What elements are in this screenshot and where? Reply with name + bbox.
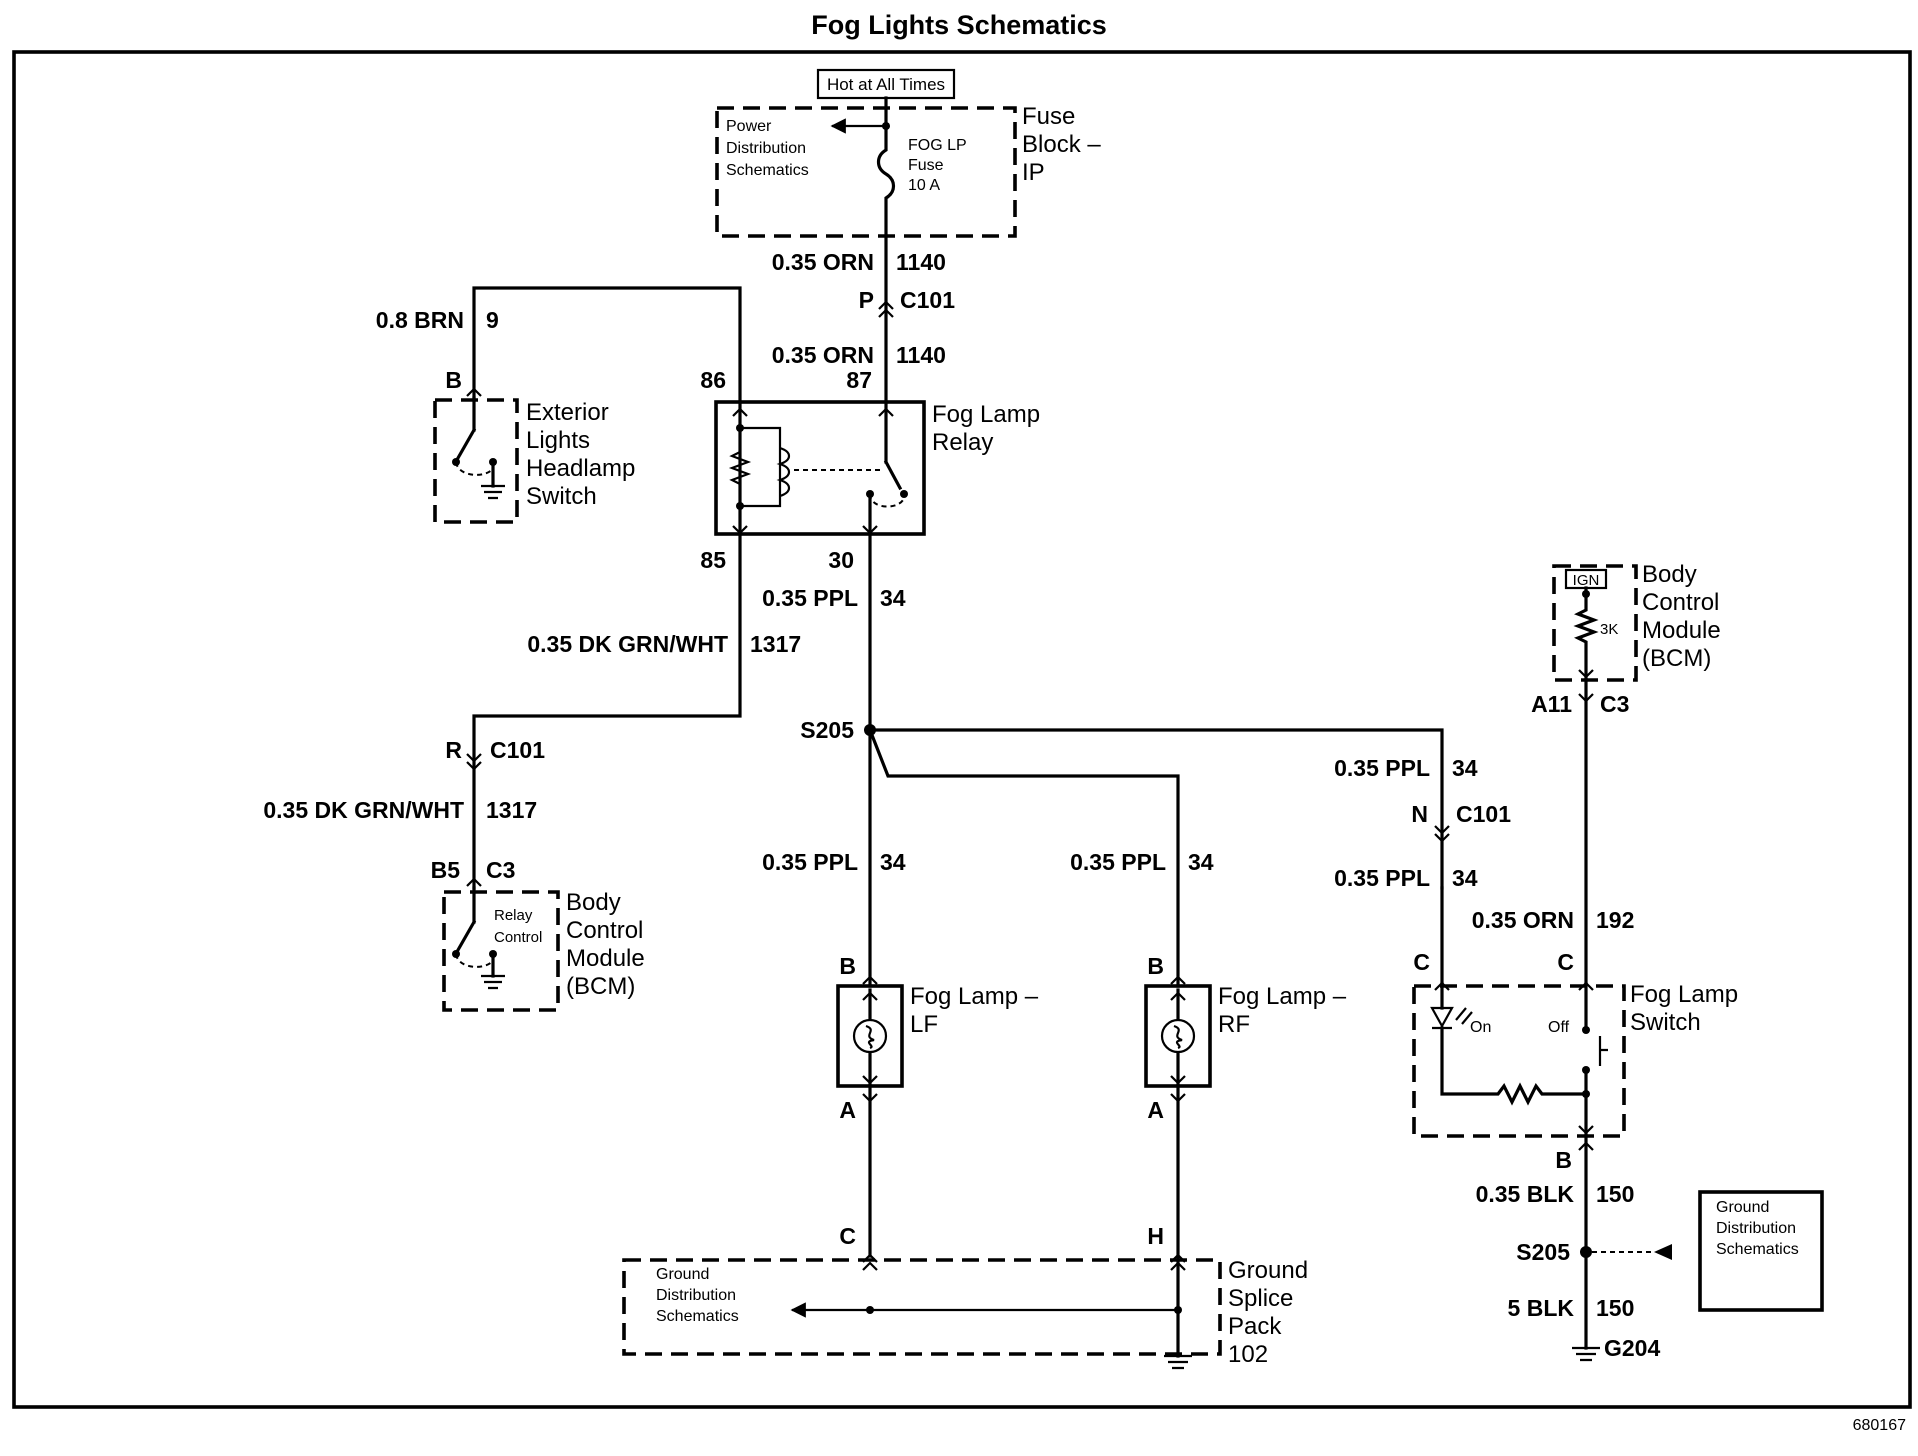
fog-rf-pin-b: B <box>1147 953 1164 979</box>
splice-s205-bot <box>1580 1246 1592 1258</box>
gs-pin-h: H <box>1147 1223 1164 1249</box>
c101-p-pin: P <box>859 287 874 313</box>
wire-1140-bot-circuit: 1140 <box>896 342 946 368</box>
wire-34-sw-bot-circuit: 34 <box>1452 865 1478 891</box>
fog-switch-name: Fog Lamp Switch <box>1630 981 1745 1036</box>
wire-1140-top-gauge: 0.35 ORN <box>772 249 874 275</box>
wire-9-circuit: 9 <box>486 307 499 333</box>
fuse-block-ip: Hot at All Times Power Distribution Sche… <box>715 68 1107 238</box>
sw-pin-b: B <box>1555 1147 1572 1173</box>
wire-150-bot-gauge: 5 BLK <box>1508 1295 1575 1321</box>
bcm-right-resistor: 3K <box>1600 621 1618 638</box>
wire-34-rf-gauge: 0.35 PPL <box>1070 849 1166 875</box>
bcm-right-name: Body Control Module (BCM) <box>1642 561 1727 672</box>
fog-lp-fuse-label: FOG LP Fuse 10 A <box>908 137 971 194</box>
bcm-a11-pin: A11 <box>1531 691 1572 717</box>
relay-pin-87: 87 <box>846 367 872 393</box>
wire-192-gauge: 0.35 ORN <box>1472 907 1574 933</box>
splice-s205-top-label: S205 <box>800 717 854 743</box>
wire-150-top-gauge: 0.35 BLK <box>1476 1181 1575 1207</box>
headlamp-switch-name: Exterior Lights Headlamp Switch <box>526 399 642 510</box>
body-control-module-left: Relay Control Body Control Module (BCM) <box>442 886 651 1012</box>
wire-150-bot-circuit: 150 <box>1596 1295 1634 1321</box>
svg-text:Ground Distribution: Ground Distribution Schematics <box>1716 1199 1800 1258</box>
fog-switch-off-label: Off <box>1548 1019 1570 1036</box>
relay-name: Fog Lamp Relay <box>932 401 1047 456</box>
fog-rf-name: Fog Lamp – RF <box>1218 983 1353 1038</box>
fog-lf-pin-a: A <box>839 1097 856 1123</box>
c101-r-name: C101 <box>490 737 545 763</box>
relay-pin-86: 86 <box>700 367 726 393</box>
wire-34-rf-circuit: 34 <box>1188 849 1214 875</box>
c101-r-pin: R <box>445 737 462 763</box>
wire-34-sw-top-gauge: 0.35 PPL <box>1334 755 1430 781</box>
ground-g204-label: G204 <box>1604 1335 1660 1361</box>
c101-p-name: C101 <box>900 287 955 313</box>
bcm-left-name: Body Control Module (BCM) <box>566 889 651 1000</box>
exterior-lights-headlamp-switch: Exterior Lights Headlamp Switch <box>433 396 642 524</box>
wire-1317-bot-circuit: 1317 <box>486 797 537 823</box>
wire-1140-bot-gauge: 0.35 ORN <box>772 342 874 368</box>
fog-lamp-relay: 86 87 85 30 Fog Lamp Relay <box>700 367 1047 573</box>
c101-n-name: C101 <box>1456 801 1511 827</box>
fog-lf-name: Fog Lamp – LF <box>910 983 1045 1038</box>
fog-rf-pin-a: A <box>1147 1097 1164 1123</box>
ign-label: IGN <box>1573 572 1600 589</box>
headlamp-pin-b: B <box>445 367 462 393</box>
bcm-b5-pin: B5 <box>431 857 461 883</box>
ground-splice-name: Ground Splice Pack 102 <box>1228 1257 1315 1368</box>
splice-s205-bot-label: S205 <box>1516 1239 1570 1265</box>
wire-34-relay-circuit: 34 <box>880 585 906 611</box>
fuse-block-name: Fuse Block – IP <box>1022 103 1107 186</box>
sw-pin-c1: C <box>1413 949 1430 975</box>
wire-150-top-circuit: 150 <box>1596 1181 1634 1207</box>
hot-at-all-times-label: Hot at All Times <box>827 75 945 94</box>
wire-34-sw-bot-gauge: 0.35 PPL <box>1334 865 1430 891</box>
wire-192-circuit: 192 <box>1596 907 1634 933</box>
fog-switch-on-label: On <box>1470 1019 1491 1036</box>
wire-34-lf-circuit: 34 <box>880 849 906 875</box>
figure-id: 680167 <box>1853 1417 1906 1434</box>
wire-34-relay-gauge: 0.35 PPL <box>762 585 858 611</box>
wire-34-sw-top-circuit: 34 <box>1452 755 1478 781</box>
fog-lamp-rf: Fog Lamp – RF <box>1144 983 1353 1088</box>
sw-pin-c2: C <box>1557 949 1574 975</box>
ground-distribution-ref-right: Ground Distribution Schematics <box>1698 1190 1824 1312</box>
gs-ground-ref: Ground Distribution Schematics <box>656 1266 740 1325</box>
wire-1140-top-circuit: 1140 <box>896 249 946 275</box>
gs-pin-c: C <box>839 1223 856 1249</box>
fog-lf-pin-b: B <box>839 953 856 979</box>
body-control-module-right: IGN 3K Body Control Module (BCM) <box>1552 561 1727 682</box>
ground-splice-pack-102: C H Ground Distribution Schematics Groun… <box>622 1223 1315 1370</box>
wire-1317-top-circuit: 1317 <box>750 631 801 657</box>
diagram-title: Fog Lights Schematics <box>811 10 1107 40</box>
relay-pin-30: 30 <box>828 547 854 573</box>
c101-n-pin: N <box>1411 801 1428 827</box>
outer-frame <box>12 50 1912 1409</box>
relay-pin-85: 85 <box>700 547 726 573</box>
bcm-b5-name: C3 <box>486 857 515 883</box>
bcm-a11-name: C3 <box>1600 691 1629 717</box>
wire-1317-top-gauge: 0.35 DK GRN/WHT <box>527 631 728 657</box>
fog-lamp-switch: C C On Off Fog Lamp Switch <box>1412 949 1745 1138</box>
wire-34-lf-gauge: 0.35 PPL <box>762 849 858 875</box>
power-distribution-ref: Power Distribution Schematics <box>726 118 810 179</box>
relay-control-label: Relay Control <box>494 907 542 946</box>
wire-9-gauge: 0.8 BRN <box>376 307 464 333</box>
wire-1317-bot-gauge: 0.35 DK GRN/WHT <box>263 797 464 823</box>
fog-lamp-lf: Fog Lamp – LF <box>836 983 1045 1088</box>
